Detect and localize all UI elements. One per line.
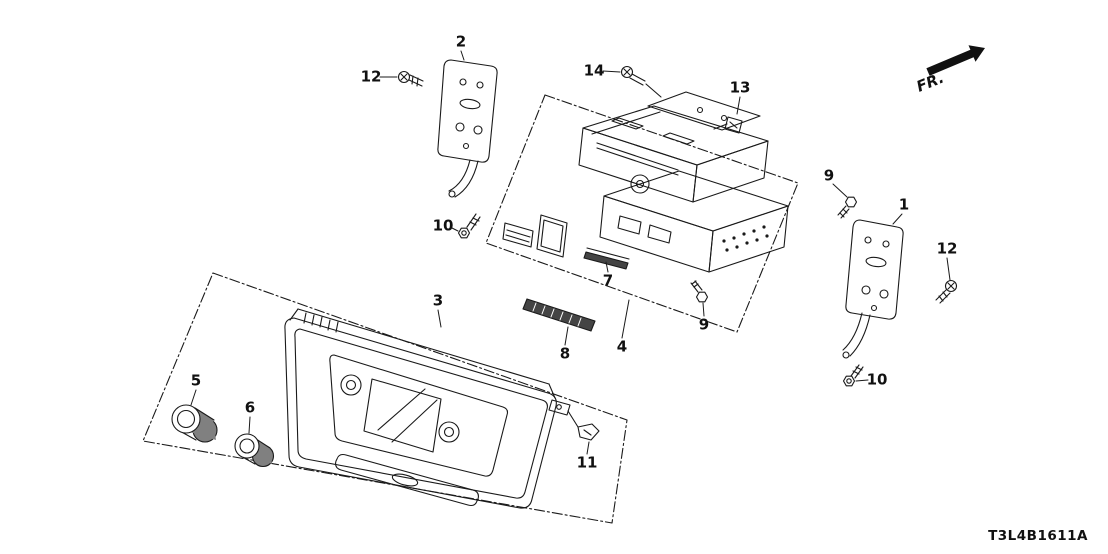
cd-mechanism <box>578 91 769 203</box>
part-callout-6: 6 <box>244 398 256 417</box>
part-callout-4: 4 <box>616 337 628 356</box>
radio-body <box>599 170 789 273</box>
screw-9-bottom <box>690 280 709 303</box>
front-bezel <box>284 308 579 509</box>
fr-label: FR. <box>914 69 947 96</box>
bolt-10-right <box>842 364 864 387</box>
part-callout-14: 14 <box>583 61 605 80</box>
part-callout-10a: 10 <box>432 216 454 235</box>
bracket-2 <box>437 59 498 198</box>
part-callout-10b: 10 <box>866 370 888 389</box>
part-callout-7: 7 <box>602 271 614 290</box>
bracket-7 <box>583 247 630 270</box>
part-callout-5: 5 <box>190 371 202 390</box>
part-callout-12b: 12 <box>936 239 958 258</box>
screw-9-top <box>837 196 858 219</box>
part-callout-3: 3 <box>432 291 444 310</box>
screw-12-left <box>397 70 424 87</box>
part-callout-11: 11 <box>576 453 598 472</box>
part-callout-12a: 12 <box>360 67 382 86</box>
fr-direction-arrow: FR. <box>914 45 985 96</box>
knob-5 <box>171 404 218 443</box>
fr-arrow-icon <box>926 45 985 76</box>
bracket-1 <box>842 219 904 359</box>
part-callout-9b: 9 <box>698 315 710 334</box>
part-callout-13: 13 <box>729 78 751 97</box>
chassis-group-boundary <box>485 94 799 333</box>
clip-11 <box>577 423 600 441</box>
diagram-code: T3L4B1611A <box>988 528 1088 544</box>
clip-13 <box>713 116 743 134</box>
screw-14 <box>620 65 662 98</box>
part-callout-9a: 9 <box>823 166 835 185</box>
shield-plates <box>502 214 568 258</box>
leader-lines <box>190 50 951 455</box>
top-rear-plate <box>647 91 761 131</box>
knob-6 <box>234 433 275 468</box>
part-callout-2: 2 <box>455 32 467 51</box>
screw-12-right <box>935 279 958 304</box>
bezel-group-boundary <box>142 272 628 524</box>
part-callout-8: 8 <box>559 344 571 363</box>
part-callout-1: 1 <box>898 195 910 214</box>
connector-strip-8 <box>522 298 596 332</box>
bolt-10-left <box>457 213 481 239</box>
